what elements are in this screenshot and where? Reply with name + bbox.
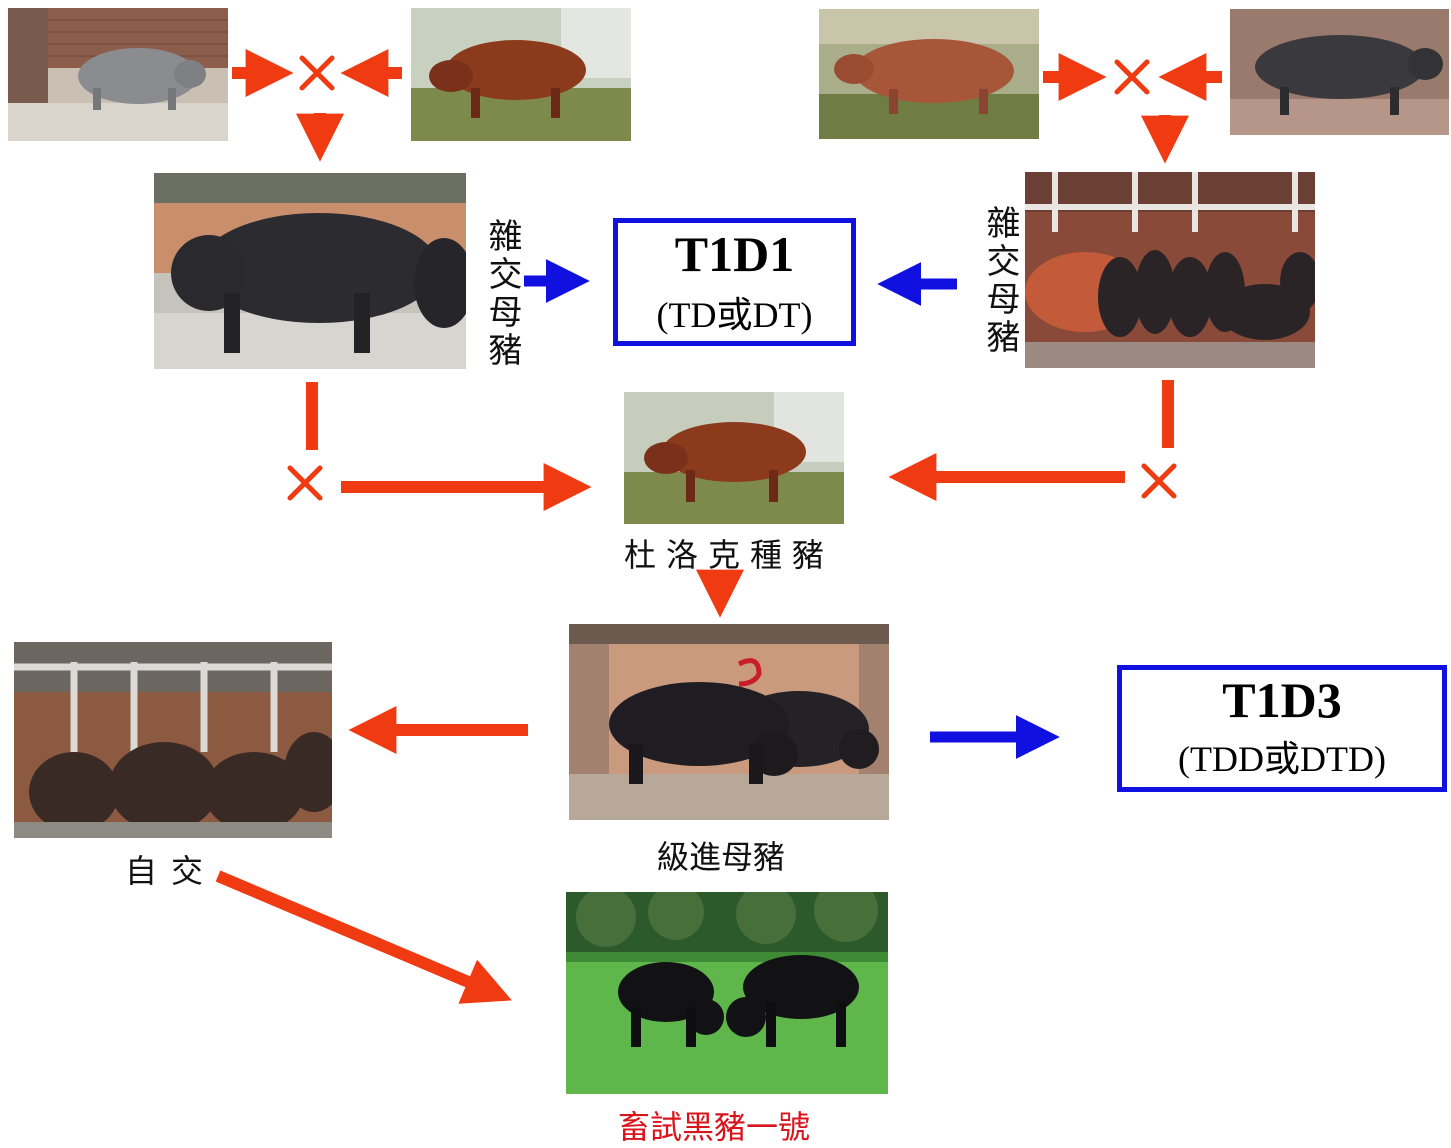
label-duroc-boar: 杜洛克種豬 bbox=[624, 536, 835, 574]
label-grading-sow: 級進母豬 bbox=[657, 838, 786, 876]
label-crossbred-sow-right: 雜交母豬 bbox=[980, 205, 1020, 357]
photo-taoyuan-boar-top bbox=[1230, 9, 1449, 135]
photo-duroc-sow-top bbox=[819, 9, 1039, 139]
photo-final-breed bbox=[566, 892, 888, 1094]
photo-taoyuan-pig-parent bbox=[8, 8, 228, 141]
photo-grading-sows bbox=[569, 624, 889, 820]
result-box-t1d3: T1D3 (TDD或DTD) bbox=[1117, 665, 1447, 792]
result-sub-t1d1: (TD或DT) bbox=[656, 295, 813, 335]
label-crossbred-sow-left: 雜交母豬 bbox=[482, 218, 522, 370]
photo-crossbred-sow-right bbox=[1025, 172, 1315, 368]
label-final-breed: 畜試黑豬一號 bbox=[618, 1108, 811, 1146]
label-self-cross: 自交 bbox=[125, 852, 218, 890]
photo-duroc-boar-top bbox=[411, 8, 631, 141]
cross-mark-icon bbox=[1141, 463, 1177, 499]
result-box-t1d1: T1D1 (TD或DT) bbox=[613, 218, 856, 346]
photo-crossbred-sow-left bbox=[154, 173, 466, 369]
photo-self-cross-pigs bbox=[14, 642, 332, 838]
result-sub-t1d3: (TDD或DTD) bbox=[1178, 739, 1386, 779]
result-code-t1d3: T1D3 bbox=[1222, 672, 1342, 728]
result-code-t1d1: T1D1 bbox=[674, 226, 795, 282]
cross-mark-icon bbox=[299, 55, 335, 91]
cross-mark-icon bbox=[287, 465, 323, 501]
photo-duroc-boar-center bbox=[624, 392, 844, 524]
arrow-icon bbox=[215, 870, 512, 1004]
cross-mark-icon bbox=[1114, 59, 1150, 95]
